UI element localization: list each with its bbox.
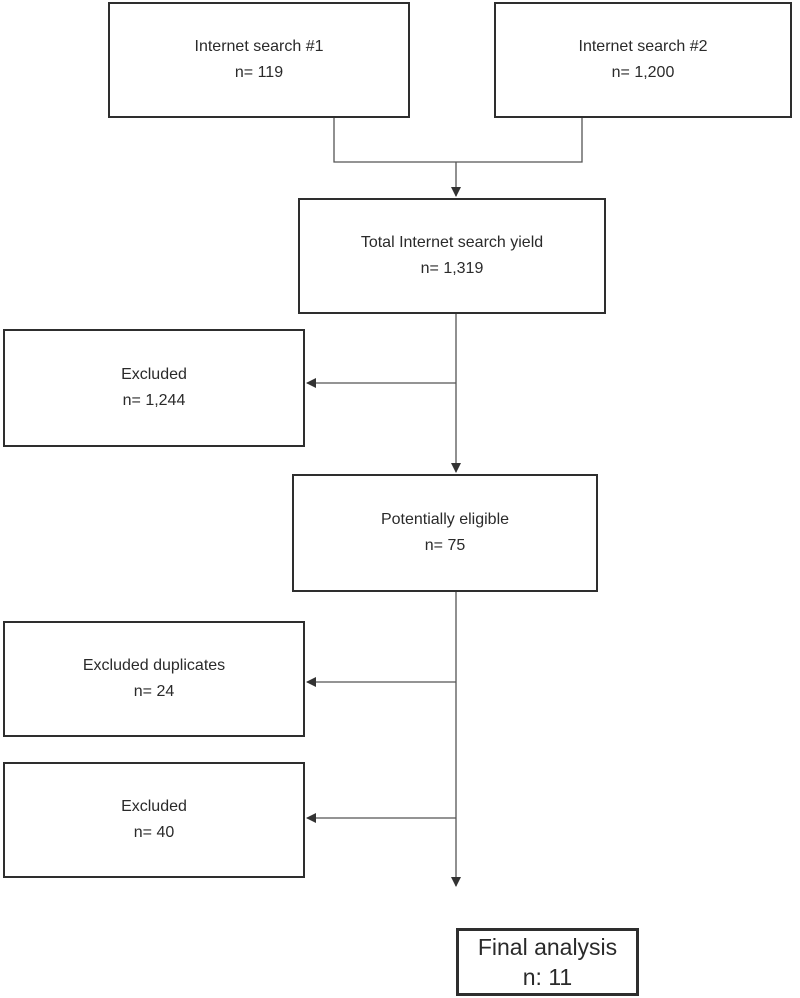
excluded-duplicates-box: Excluded duplicates n= 24 (3, 621, 305, 737)
excluded-1244-box: Excluded n= 1,244 (3, 329, 305, 447)
connector-search2-merge (456, 118, 583, 163)
excluded-1244-label: Excluded (121, 366, 187, 383)
final-analysis-label: Final analysis (477, 934, 618, 960)
total-search-yield-label: Total Internet search yield (360, 234, 544, 251)
potentially-eligible-count: n= 75 (424, 537, 466, 554)
total-search-yield-count: n= 1,319 (420, 260, 484, 277)
excluded-40-box: Excluded n= 40 (3, 762, 305, 878)
excluded-1244-count: n= 1,244 (122, 392, 186, 409)
internet-search-2-box: Internet search #2 n= 1,200 (494, 2, 792, 118)
potentially-eligible-box: Potentially eligible n= 75 (292, 474, 598, 592)
internet-search-1-box: Internet search #1 n= 119 (108, 2, 410, 118)
internet-search-2-count: n= 1,200 (611, 64, 675, 81)
internet-search-1-count: n= 119 (234, 64, 284, 81)
connector-search1-merge (333, 118, 456, 163)
internet-search-1-label: Internet search #1 (194, 38, 324, 55)
final-analysis-count: n: 11 (522, 964, 573, 990)
excluded-40-label: Excluded (121, 798, 187, 815)
potentially-eligible-label: Potentially eligible (380, 511, 510, 528)
total-search-yield-box: Total Internet search yield n= 1,319 (298, 198, 606, 314)
excluded-duplicates-count: n= 24 (133, 683, 175, 700)
excluded-40-count: n= 40 (133, 824, 175, 841)
final-analysis-box: Final analysis n: 11 (456, 928, 639, 996)
excluded-duplicates-label: Excluded duplicates (82, 657, 226, 674)
internet-search-2-label: Internet search #2 (578, 38, 708, 55)
